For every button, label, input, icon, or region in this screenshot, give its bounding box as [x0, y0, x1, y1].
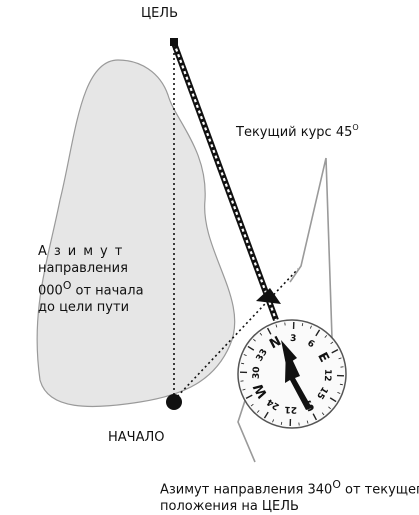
current-course-degree: O — [352, 123, 358, 132]
azimuth-line-3-rest: от начала — [71, 283, 143, 298]
azimuth-340-caption: Азимут направления 340O от текущего поло… — [160, 476, 419, 515]
azimuth-340-text-a: Азимут направления 340 — [160, 482, 332, 497]
azimuth-line-4: до цели пути — [38, 299, 144, 316]
azimuth-value: 000 — [38, 283, 63, 298]
compass: N36E1215S2124W3033 — [238, 320, 346, 428]
current-course-leader — [290, 158, 332, 338]
azimuth-line-2: направления — [38, 260, 144, 277]
target-marker — [170, 38, 178, 46]
azimuth-340-degree: O — [332, 478, 341, 491]
start-label: НАЧАЛО — [108, 430, 164, 446]
azimuth-340-line-2: положения на ЦЕЛЬ — [160, 498, 419, 515]
azimuth-word: Азимут — [38, 243, 144, 260]
land-shape — [37, 60, 235, 407]
compass-dial-label: 12 — [322, 369, 332, 382]
current-course-text: Текущий курс 45 — [236, 125, 352, 140]
current-course-label: Текущий курс 45O — [236, 120, 359, 141]
compass-dial-label: 21 — [284, 404, 297, 414]
compass-dial-label: 30 — [252, 366, 262, 379]
azimuth-340-text-b: от текущего — [341, 482, 419, 497]
azimuth-000-caption: Азимут направления 000O от начала до цел… — [38, 243, 144, 316]
azimuth-line-3: 000O от начала — [38, 277, 144, 299]
azimuth-340-line-1: Азимут направления 340O от текущего — [160, 476, 419, 498]
target-label: ЦЕЛЬ — [141, 6, 178, 22]
compass-dial-label: 3 — [290, 334, 297, 344]
start-marker — [166, 394, 182, 410]
